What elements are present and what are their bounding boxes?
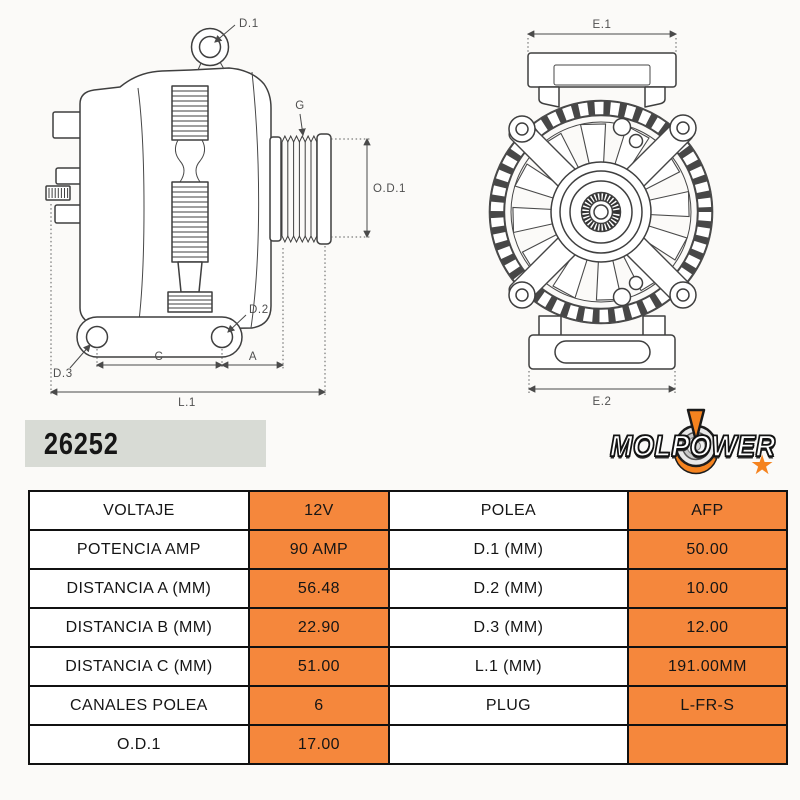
spec-label: L.1 (MM)	[388, 646, 629, 687]
spec-value: 12.00	[626, 607, 789, 648]
dim-label-od1: O.D.1	[373, 183, 406, 195]
vent-holes	[612, 117, 644, 307]
spec-value: 50.00	[626, 529, 789, 570]
spec-value: L-FR-S	[626, 685, 789, 726]
spec-value: 191.00MM	[626, 646, 789, 687]
hub-splined-shaft	[550, 161, 652, 263]
part-number: 26252	[43, 425, 119, 461]
table-row: DISTANCIA B (MM) 22.90 D.3 (MM) 12.00	[28, 607, 789, 648]
front-view-dimensions: E.1 E.2	[526, 19, 678, 408]
table-row: VOLTAJE 12V POLEA AFP	[28, 490, 789, 531]
spec-value: 22.90	[247, 607, 391, 648]
brand-logo-text: MOLPOWER	[609, 429, 776, 464]
alternator-front-view-drawing: E.1 E.2	[488, 19, 714, 408]
dim-label-d3: D.3	[53, 368, 73, 380]
spec-value: 56.48	[247, 568, 391, 609]
bottom-bracket	[528, 315, 676, 370]
part-number-badge: 26252	[25, 420, 266, 467]
spec-value: 10.00	[626, 568, 789, 609]
spec-label: O.D.1	[28, 724, 250, 765]
logo-star-icon: ★	[750, 450, 775, 480]
spec-value	[626, 724, 789, 765]
dim-label-g: G	[295, 100, 305, 112]
spec-label: D.3 (MM)	[388, 607, 629, 648]
spec-value: 90 AMP	[247, 529, 391, 570]
dim-label-d1: D.1	[239, 18, 259, 30]
table-row: POTENCIA AMP 90 AMP D.1 (MM) 50.00	[28, 529, 789, 570]
table-row: DISTANCIA C (MM) 51.00 L.1 (MM) 191.00MM	[28, 646, 789, 687]
dim-label-c: C	[155, 351, 164, 363]
spec-value: 12V	[247, 490, 391, 531]
spec-label: D.2 (MM)	[388, 568, 629, 609]
pulley	[269, 133, 332, 245]
spec-value: 6	[247, 685, 391, 726]
alternator-body	[79, 61, 272, 331]
side-view-dimensions: D.1 G O.D.1 D.2 D.3 C A L.1	[49, 18, 406, 409]
spec-label: POLEA	[388, 490, 629, 531]
spec-label	[388, 724, 629, 765]
spec-label: VOLTAJE	[28, 490, 250, 531]
table-row: DISTANCIA A (MM) 56.48 D.2 (MM) 10.00	[28, 568, 789, 609]
spec-label: PLUG	[388, 685, 629, 726]
alternator-side-view-drawing: D.1 G O.D.1 D.2 D.3 C A L.1	[45, 18, 406, 409]
top-bracket	[527, 52, 677, 108]
table-row: CANALES POLEA 6 PLUG L-FR-S	[28, 685, 789, 726]
dim-label-a: A	[249, 351, 257, 363]
rear-terminals	[45, 111, 84, 224]
spec-label: DISTANCIA C (MM)	[28, 646, 250, 687]
dim-label-e1: E.1	[592, 19, 611, 31]
dim-label-l1: L.1	[178, 397, 196, 409]
bolt-ears	[508, 114, 697, 309]
top-mounting-ear	[190, 27, 230, 67]
spec-value: 51.00	[247, 646, 391, 687]
spec-value: AFP	[626, 490, 789, 531]
brand-logo: MOLPOWER ★	[608, 406, 794, 486]
spec-label: DISTANCIA A (MM)	[28, 568, 250, 609]
spec-label: DISTANCIA B (MM)	[28, 607, 250, 648]
dim-label-d2: D.2	[249, 304, 269, 316]
table-row: O.D.1 17.00	[28, 724, 789, 765]
spec-label: POTENCIA AMP	[28, 529, 250, 570]
spec-label: D.1 (MM)	[388, 529, 629, 570]
spec-value: 17.00	[247, 724, 391, 765]
dim-label-e2: E.2	[592, 396, 611, 408]
logo-emblem-icon	[673, 408, 719, 475]
cooling-fin-ring	[488, 99, 714, 325]
spec-label: CANALES POLEA	[28, 685, 250, 726]
spec-table: VOLTAJE 12V POLEA AFP POTENCIA AMP 90 AM…	[28, 490, 789, 765]
